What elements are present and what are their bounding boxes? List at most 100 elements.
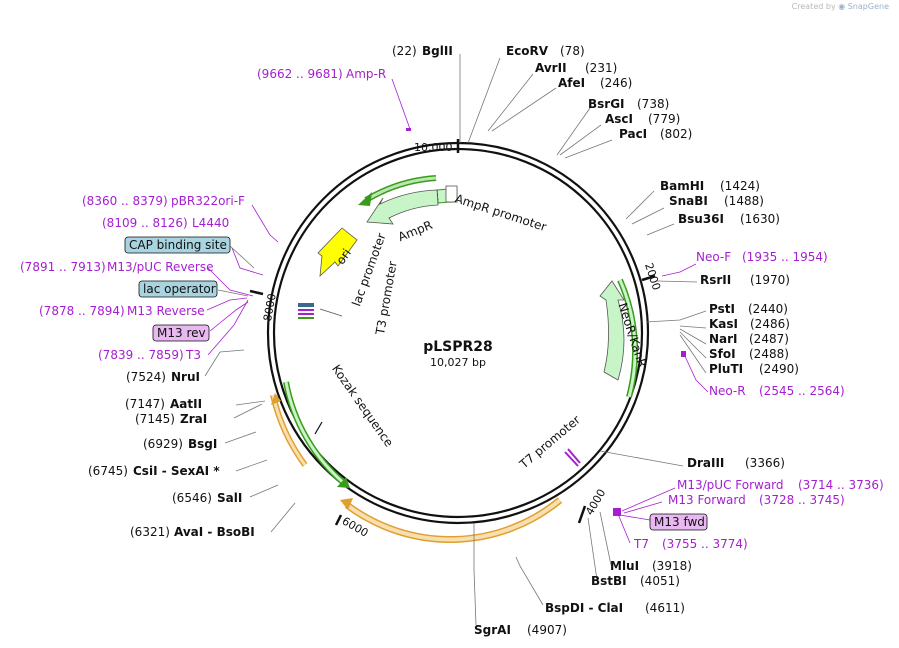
- cap-binding-site-box[interactable]: [124, 236, 231, 254]
- enzyme-sgrai[interactable]: SgrAI: [474, 623, 511, 637]
- primer-m13-rev: M13 rev: [157, 326, 206, 340]
- enzyme-kasi[interactable]: KasI: [709, 317, 738, 331]
- ampr-promoter-label: AmpR promoter: [453, 191, 548, 234]
- tick-mark: [641, 274, 656, 282]
- lac-operator-mark: [298, 303, 314, 307]
- enzyme-bglii[interactable]: BglII: [422, 44, 453, 58]
- enzyme-pos-avai-bsobi: (6321): [130, 525, 170, 539]
- enzyme-bstbi[interactable]: BstBI: [591, 574, 627, 588]
- primer-range-t3: (7839 .. 7859): [98, 348, 184, 362]
- enzyme-afei[interactable]: AfeI: [558, 76, 585, 90]
- enzyme-pos-asci: (779): [648, 112, 680, 126]
- primer-amp-r[interactable]: Amp-R: [346, 67, 386, 81]
- lac-operator-label: lac operator: [143, 282, 216, 296]
- enzyme-sfoi[interactable]: SfoI: [709, 347, 736, 361]
- primer-range-neo-r: (2545 .. 2564): [759, 384, 845, 398]
- enzyme-pos-bstbi: (4051): [640, 574, 680, 588]
- primer-range-neo-f: (1935 .. 1954): [742, 250, 828, 264]
- enzyme-ecorv[interactable]: EcoRV: [506, 44, 549, 58]
- tick-mark: [249, 289, 264, 296]
- enzyme-bsu36i[interactable]: Bsu36I: [678, 212, 724, 226]
- primer-m13-puc-reverse[interactable]: M13/pUC Reverse: [107, 260, 214, 274]
- tick-label: 2000: [642, 261, 663, 292]
- enzyme-pos-bsrgi: (738): [637, 97, 669, 111]
- enzyme-nrui[interactable]: NruI: [171, 370, 200, 384]
- enzyme-paci[interactable]: PacI: [619, 127, 647, 141]
- primer-range-m13-forward: (3728 .. 3745): [759, 493, 845, 507]
- enzyme-pos-bsgi: (6929): [143, 437, 183, 451]
- enzyme-snabi[interactable]: SnaBI: [669, 194, 708, 208]
- primer-pbr322ori-f[interactable]: pBR322ori-F: [171, 194, 245, 208]
- m13-fwd-box[interactable]: [649, 513, 708, 531]
- primer-mark: [298, 313, 314, 315]
- ampr-arrow[interactable]: [366, 189, 439, 225]
- enzyme-avrii[interactable]: AvrII: [535, 61, 567, 75]
- tick-label: 4000: [583, 487, 608, 518]
- enzyme-pos-nrui: (7524): [126, 370, 166, 384]
- enzyme-csii-sexai[interactable]: CsiI - SexAI *: [133, 464, 220, 478]
- enzyme-sali[interactable]: SalI: [217, 491, 242, 505]
- primer-range-pbr322ori-f: (8360 .. 8379): [82, 194, 168, 208]
- enzyme-avai-bsobi[interactable]: AvaI - BsoBI: [174, 525, 255, 539]
- enzyme-bspdi-clai[interactable]: BspDI - ClaI: [545, 601, 623, 615]
- t3-promoter-label: T3 promoter: [373, 260, 400, 337]
- enzyme-zrai[interactable]: ZraI: [180, 412, 207, 426]
- ampr-label: AmpR: [396, 218, 434, 244]
- primer-l4440[interactable]: L4440: [192, 216, 229, 230]
- primer-range-m13-reverse: (7878 .. 7894): [39, 304, 125, 318]
- ampr-promoter-box: [445, 185, 458, 203]
- enzyme-bsrgi[interactable]: BsrGI: [588, 97, 625, 111]
- snapgene-logo-icon: ◉: [838, 2, 846, 11]
- primer-range-amp-r: (9662 .. 9681): [257, 67, 343, 81]
- neor-arrow[interactable]: [599, 280, 625, 381]
- enzyme-pos-draiii: (3366): [745, 456, 785, 470]
- tick-label: 10,000: [414, 141, 453, 154]
- primer-t7[interactable]: T7: [633, 537, 649, 551]
- tick-mark: [577, 505, 587, 524]
- enzyme-pos-psti: (2440): [748, 302, 788, 316]
- primer-mark: [298, 309, 314, 311]
- primer-range-t7: (3755 .. 3774): [662, 537, 748, 551]
- tick-label: 8000: [261, 292, 279, 322]
- lac-operator-box[interactable]: [138, 280, 218, 298]
- enzyme-asci[interactable]: AscI: [605, 112, 633, 126]
- enzyme-pos-sgrai: (4907): [527, 623, 567, 637]
- primer-neo-r[interactable]: Neo-R: [709, 384, 746, 398]
- enzyme-pos-avrii: (231): [585, 61, 617, 75]
- ori-arrow[interactable]: [317, 227, 358, 278]
- enzyme-pos-bamhi: (1424): [720, 179, 760, 193]
- enzyme-aatii[interactable]: AatII: [170, 397, 202, 411]
- primer-m13-puc-forward[interactable]: M13/pUC Forward: [677, 478, 784, 492]
- enzyme-nari[interactable]: NarI: [709, 332, 738, 346]
- primer-m13-forward[interactable]: M13 Forward: [668, 493, 746, 507]
- primer-range-m13-puc-forward: (3714 .. 3736): [798, 478, 884, 492]
- enzyme-pos-mlui: (3918): [652, 559, 692, 573]
- enzyme-bsgi[interactable]: BsgI: [188, 437, 217, 451]
- enzyme-pos-ecorv: (78): [560, 44, 585, 58]
- enzyme-pos-paci: (802): [660, 127, 692, 141]
- enzyme-draiii[interactable]: DraIII: [687, 456, 724, 470]
- enzyme-mlui[interactable]: MluI: [610, 559, 639, 573]
- enzyme-pos-rsrii: (1970): [750, 273, 790, 287]
- t7-promoter-label: T7 promoter: [516, 413, 583, 472]
- primer-m13-fwd: M13 fwd: [654, 515, 705, 529]
- enzyme-pos-bsu36i: (1630): [740, 212, 780, 226]
- primer-range-m13-puc-reverse: (7891 .. 7913): [20, 260, 106, 274]
- primer-neo-f[interactable]: Neo-F: [696, 250, 731, 264]
- m13-rev-box[interactable]: [152, 324, 210, 342]
- enzyme-bamhi[interactable]: BamHI: [660, 179, 704, 193]
- enzyme-pos-bspdi-clai: (4611): [645, 601, 685, 615]
- credit-prefix: Created by: [791, 2, 836, 11]
- enzyme-rsrii[interactable]: RsrII: [700, 273, 731, 287]
- enzyme-pos-zrai: (7145): [135, 412, 175, 426]
- kozak-tick: [314, 421, 323, 435]
- cap-binding-site-label: CAP binding site: [129, 238, 227, 252]
- t3-mark: [298, 317, 314, 319]
- primer-t3[interactable]: T3: [185, 348, 201, 362]
- plasmid-name: pLSPR28: [423, 339, 493, 355]
- credit-brand: SnapGene: [847, 2, 889, 11]
- enzyme-psti[interactable]: PstI: [709, 302, 735, 316]
- primer-m13-reverse[interactable]: M13 Reverse: [127, 304, 205, 318]
- enzyme-pluti[interactable]: PluTI: [709, 362, 743, 376]
